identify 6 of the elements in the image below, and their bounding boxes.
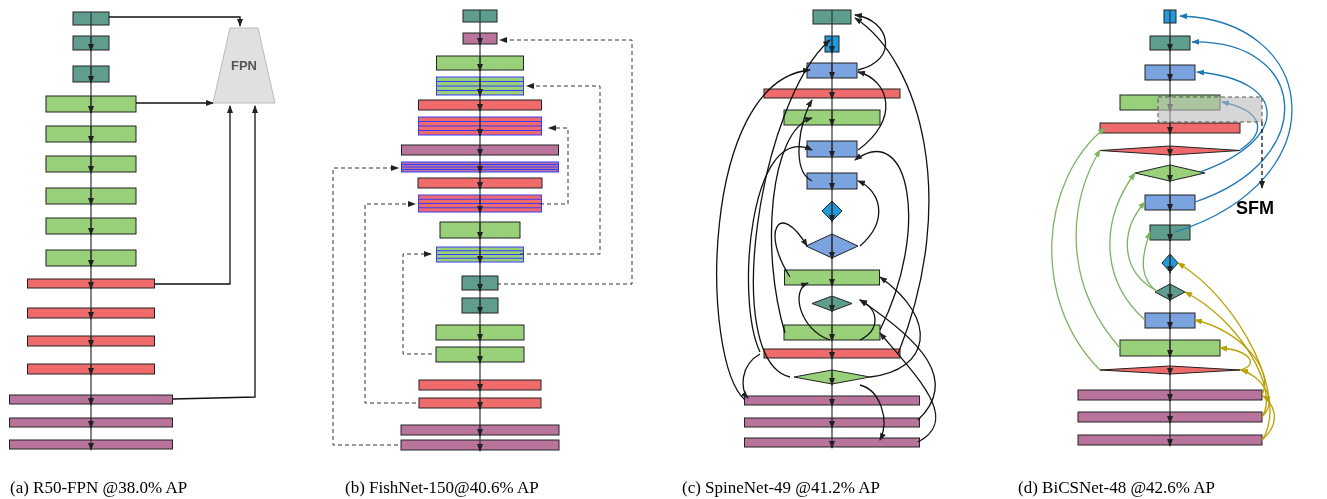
panel-caption: (a) R50-FPN @38.0% AP (10, 478, 188, 498)
panel-caption: (c) SpineNet-49 @41.2% AP (682, 478, 880, 498)
block-label: FPN (230, 58, 258, 73)
module-label: SFM (1236, 198, 1274, 219)
panel-caption: (d) BiCSNet-48 @42.6% AP (1018, 478, 1215, 498)
panel-caption: (b) FishNet-150@40.6% AP (345, 478, 539, 498)
